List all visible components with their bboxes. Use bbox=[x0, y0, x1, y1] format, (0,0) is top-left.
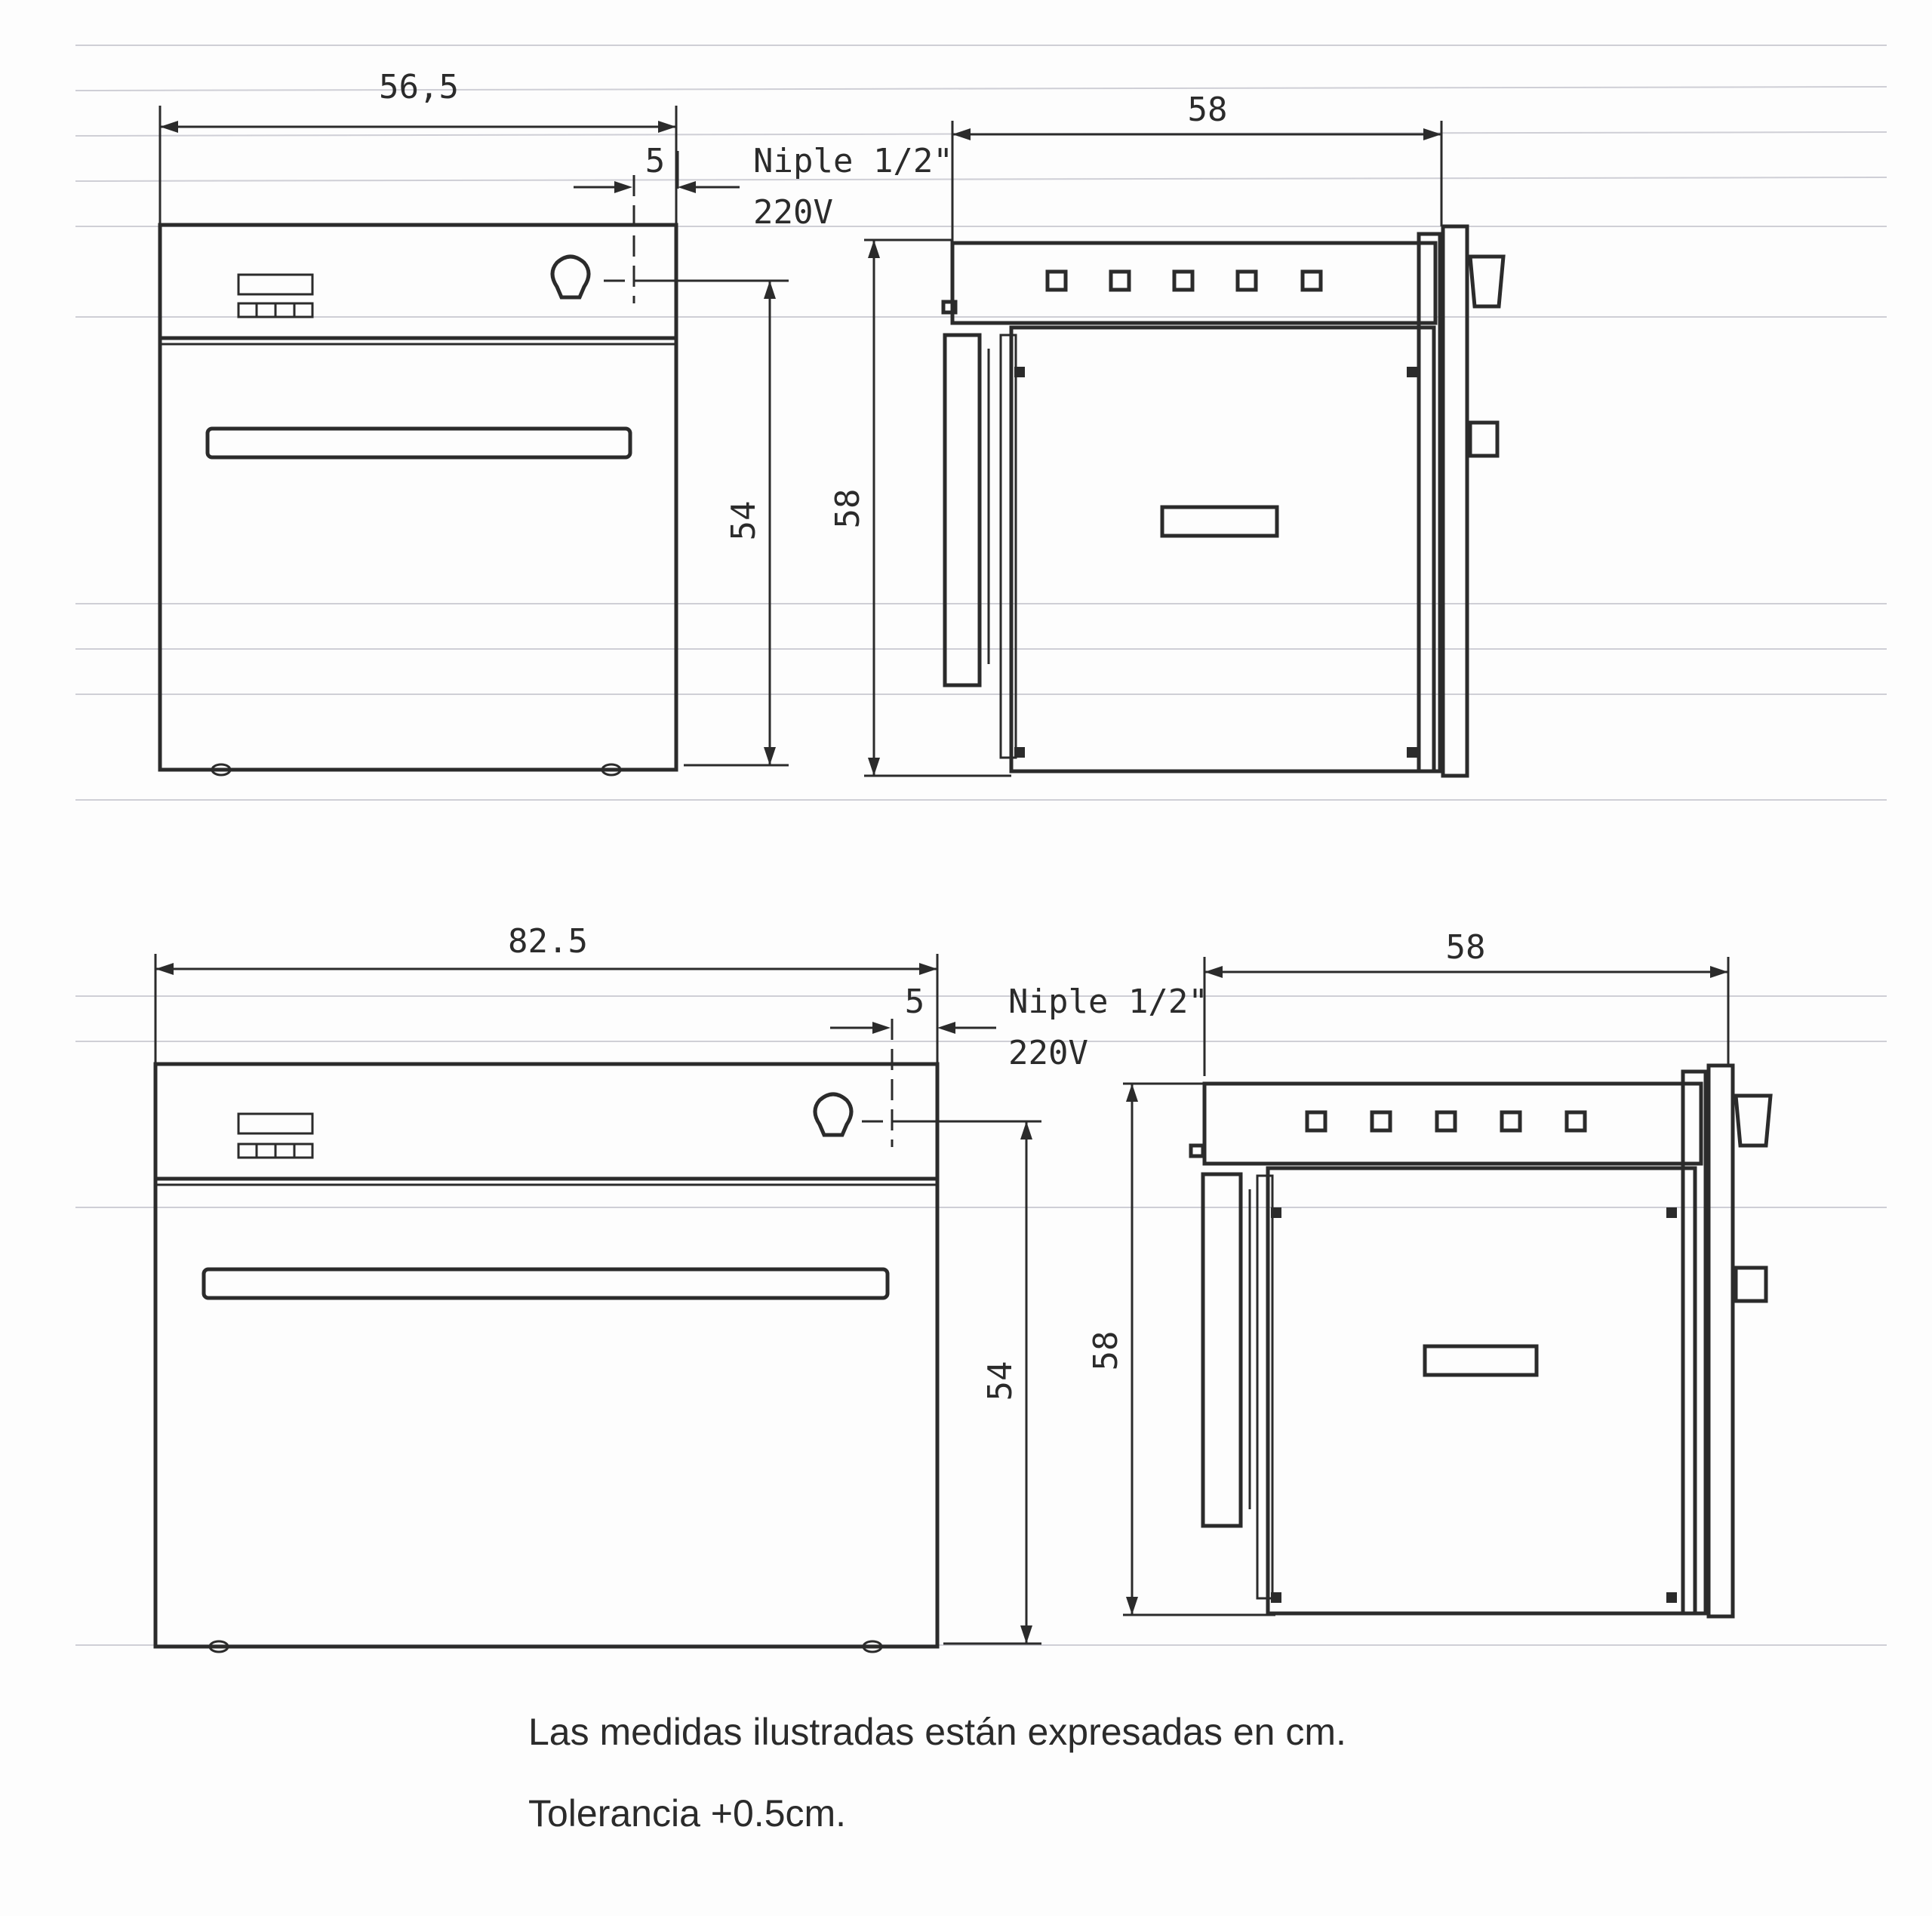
side-view-small: 58 58 bbox=[829, 91, 1506, 778]
side-view-large: 58 58 bbox=[1087, 928, 1773, 1619]
height-label-2: 54 bbox=[981, 1361, 1020, 1401]
width-label-2: 82.5 bbox=[508, 922, 588, 961]
gas-inlet-icon-2 bbox=[813, 1092, 854, 1137]
offset-label-2: 5 bbox=[905, 983, 925, 1021]
front-view-small: 56,5 5 Niple 1/2" 220V bbox=[158, 68, 953, 777]
height-label: 54 bbox=[724, 501, 763, 541]
display-panel-2 bbox=[237, 1112, 314, 1135]
width-label: 56,5 bbox=[379, 68, 459, 106]
door-handle bbox=[205, 426, 632, 460]
tolerance-note: Tolerancia +0.5cm. bbox=[528, 1792, 847, 1835]
depth-label: 58 bbox=[1188, 91, 1228, 129]
units-note: Las medidas ilustradas están expresadas … bbox=[528, 1711, 1346, 1753]
pipe-label: Niple 1/2" bbox=[753, 142, 953, 180]
offset-label: 5 bbox=[645, 142, 666, 180]
voltage-label-2: 220V bbox=[1008, 1034, 1088, 1072]
side-height-label: 58 bbox=[829, 489, 867, 529]
background-texture bbox=[75, 45, 1887, 1646]
door-handle-2 bbox=[202, 1267, 890, 1300]
voltage-label: 220V bbox=[753, 193, 833, 232]
display-panel bbox=[237, 273, 314, 296]
knob-icon-2 bbox=[1734, 1093, 1773, 1148]
notes-panel: Las medidas ilustradas están expresadas … bbox=[528, 1713, 1509, 1876]
knob-icon bbox=[1468, 254, 1506, 309]
gas-inlet-icon bbox=[550, 254, 591, 300]
side-height-label-2: 58 bbox=[1087, 1331, 1125, 1371]
pipe-label-2: Niple 1/2" bbox=[1008, 983, 1208, 1021]
depth-label-2: 58 bbox=[1446, 928, 1486, 967]
front-view-large: 82.5 5 Niple 1/2" 220V 54 bbox=[153, 922, 1208, 1653]
